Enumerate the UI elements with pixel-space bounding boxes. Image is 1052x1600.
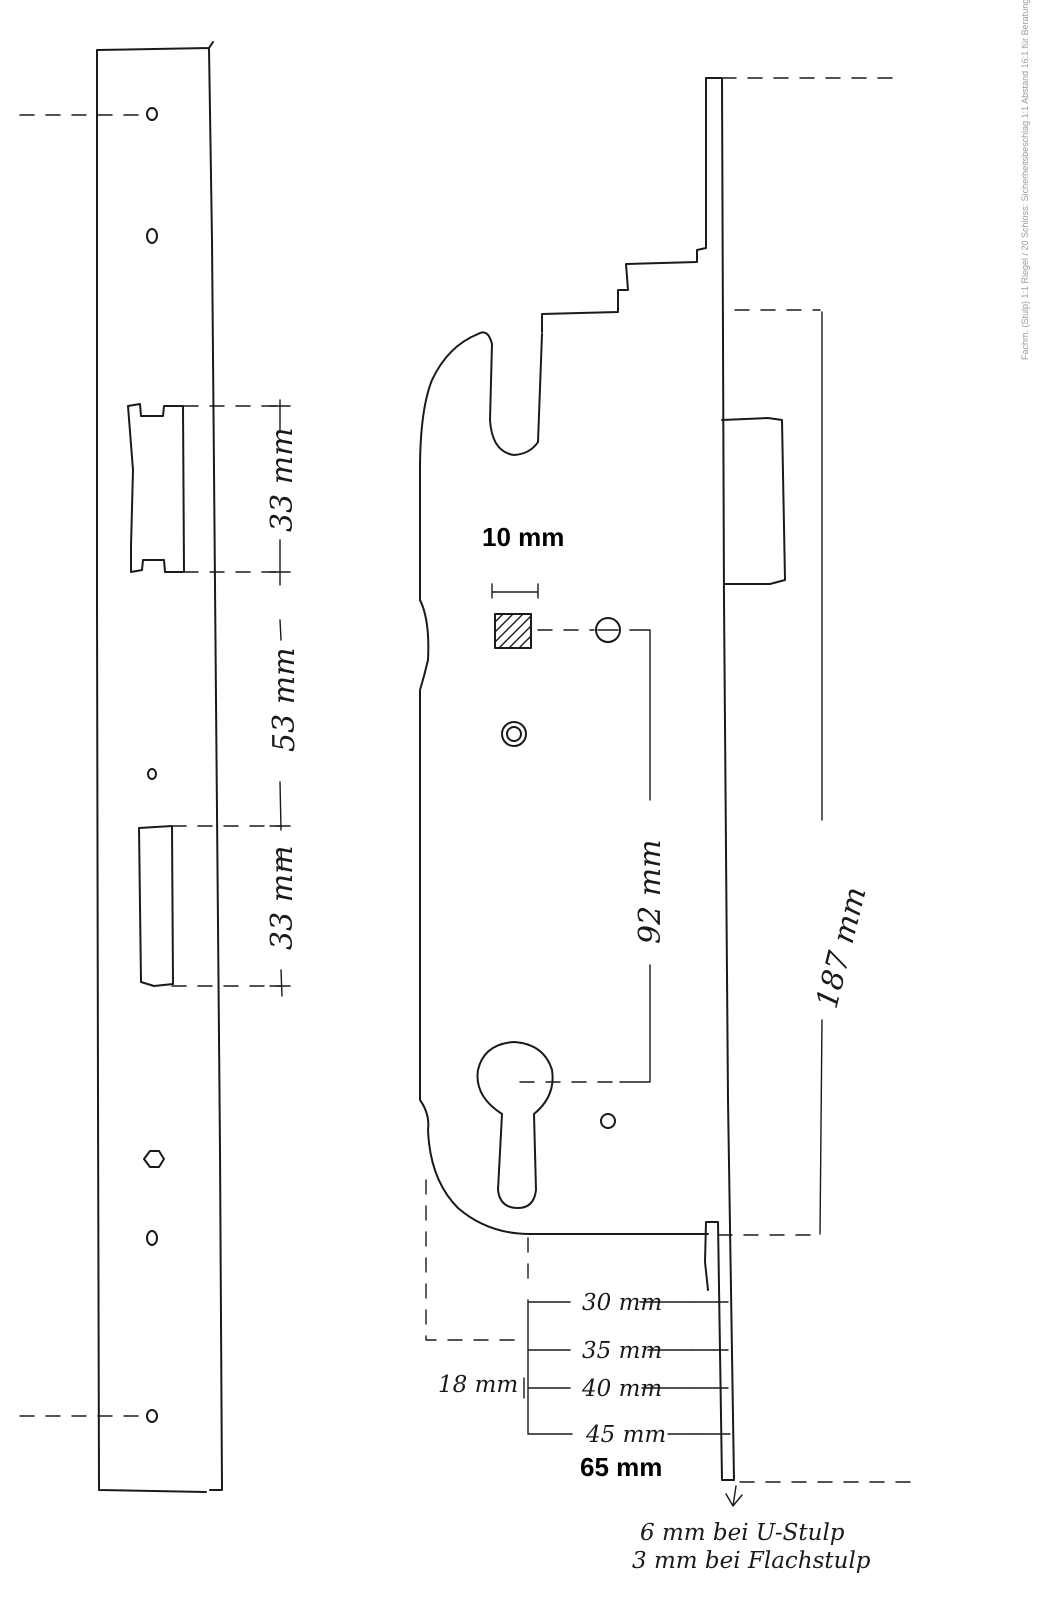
spindle-hole (501, 721, 527, 747)
dim-latch-height: 33 mm (265, 427, 300, 532)
screw-hole-middle (147, 768, 157, 780)
screw-hole-bottom (146, 1409, 158, 1423)
latch-bolt (721, 417, 786, 585)
backset-label-30: 30 mm (582, 1290, 662, 1316)
cylinder-screw-hole (600, 1113, 616, 1129)
note-u-faceplate: 6 mm bei U-Stulp (640, 1520, 845, 1546)
follower-screw (595, 617, 621, 643)
faceplate (704, 77, 735, 1481)
backset-leaders (639, 1301, 697, 1435)
eighteen-reference-line (425, 1179, 525, 1341)
screw-hole-upper (146, 228, 158, 244)
dim-gap: 53 mm (267, 647, 302, 752)
backset-ticks-faceplate (689, 1301, 731, 1435)
dim-ticks (269, 405, 291, 987)
strike-plate (19, 41, 291, 1493)
corner-faint-text: Fachm. (Stulp) 1:1 Riegel / 20 Schloss: … (1020, 0, 1030, 360)
lock-case-outline (419, 331, 709, 1235)
dim-92-line (619, 629, 651, 1083)
backset-label-35: 35 mm (582, 1338, 662, 1364)
dim-follower-line (491, 583, 539, 599)
cylinder-cutout (476, 1041, 554, 1209)
dim-body-height: 187 mm (810, 883, 874, 1011)
backset-label-45: 45 mm (585, 1422, 666, 1448)
strike-plate-outline (96, 41, 223, 1493)
dim-187-line (819, 311, 823, 1235)
follower-hatch (494, 613, 532, 649)
screw-hole-top (146, 107, 158, 121)
backset-lines (527, 1299, 573, 1435)
spindle-hole-inner (506, 726, 522, 742)
note-flat-faceplate: 3 mm bei Flachstulp (632, 1548, 871, 1574)
dim-follower-to-cylinder: 92 mm (633, 839, 668, 944)
dim-follower-width: 10 mm (482, 522, 564, 552)
dim-18: 18 mm (438, 1372, 518, 1398)
dim-65: 65 mm (580, 1452, 662, 1482)
hex-hole (143, 1150, 165, 1168)
bolt-opening (138, 825, 174, 987)
lock-body (419, 77, 911, 1507)
dim-chain-line (279, 399, 283, 997)
backset-label-40: 40 mm (581, 1376, 662, 1402)
dim-bolt-height: 33 mm (265, 845, 300, 950)
faceplate-stepped-edge (541, 77, 707, 333)
note-arrow (725, 1485, 743, 1507)
latch-opening (127, 403, 185, 573)
screw-hole-lower (146, 1230, 158, 1246)
